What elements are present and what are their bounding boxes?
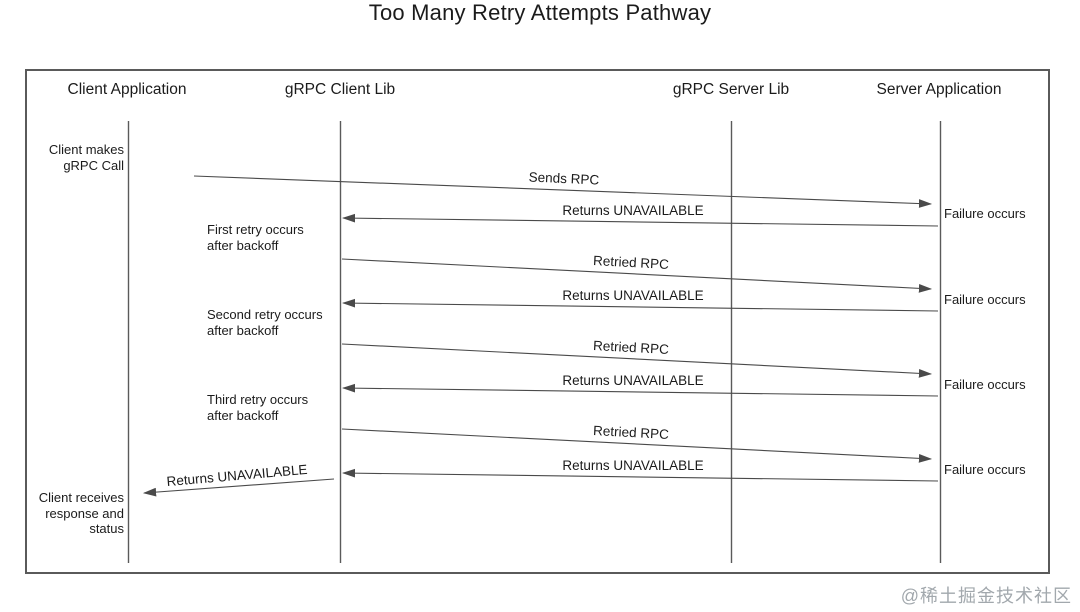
watermark: @稀土掘金技术社区 xyxy=(900,586,1072,606)
message-returns-unavailable-1: Returns UNAVAILABLE xyxy=(562,203,704,218)
message-returns-unavailable-2: Returns UNAVAILABLE xyxy=(562,288,704,303)
arrow-returns-unavailable-2 xyxy=(341,298,939,312)
actor-server-application: Server Application xyxy=(876,81,1002,98)
actor-client-application: Client Application xyxy=(67,81,187,98)
arrow-returns-unavailable-3 xyxy=(341,383,939,397)
arrow-retried-rpc-3 xyxy=(341,428,933,463)
actor-grpc-server-lib: gRPC Server Lib xyxy=(672,81,790,98)
note-first-retry: First retry occurs after backoff xyxy=(207,222,304,253)
failure-occurs-label-2: Failure occurs xyxy=(944,292,1026,307)
note-client-makes-call: Client makes gRPC Call xyxy=(48,142,124,173)
failure-occurs-label-1: Failure occurs xyxy=(944,206,1026,221)
message-returns-unavailable-4: Returns UNAVAILABLE xyxy=(562,458,704,473)
arrow-sends-rpc xyxy=(193,175,933,208)
note-second-retry: Second retry occurs after backoff xyxy=(207,307,323,338)
note-third-retry: Third retry occurs after backoff xyxy=(207,392,309,423)
actor-grpc-client-lib: gRPC Client Lib xyxy=(284,81,396,98)
arrow-returns-unavailable-to-client xyxy=(142,478,335,497)
failure-occurs-label-4: Failure occurs xyxy=(944,462,1026,477)
arrow-retried-rpc-2 xyxy=(341,343,933,378)
failure-occurs-label-3: Failure occurs xyxy=(944,377,1026,392)
arrow-retried-rpc-1 xyxy=(341,258,933,293)
arrow-returns-unavailable-1 xyxy=(341,213,939,227)
page-title: Too Many Retry Attempts Pathway xyxy=(368,0,712,25)
arrow-returns-unavailable-4 xyxy=(341,468,939,482)
diagram-frame xyxy=(25,69,1050,574)
note-client-receives: Client receives response and status xyxy=(38,490,124,536)
message-returns-unavailable-3: Returns UNAVAILABLE xyxy=(562,373,704,388)
